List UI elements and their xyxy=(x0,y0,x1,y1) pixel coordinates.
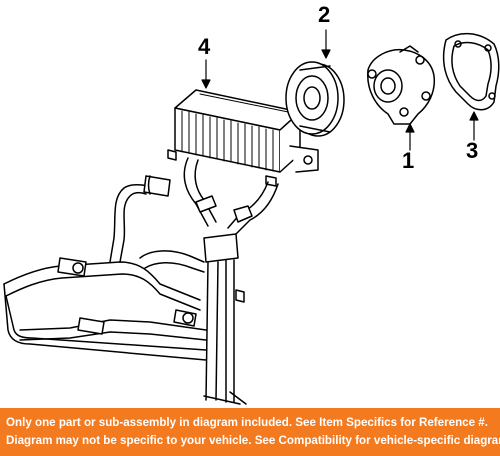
water-pump-gasket xyxy=(442,32,500,111)
leader-lines xyxy=(201,29,479,151)
callout-pulley: 2 xyxy=(318,2,331,27)
parts-diagram xyxy=(3,29,500,405)
callout-water-pump: 1 xyxy=(402,148,415,173)
callout-oil-cooler: 4 xyxy=(198,34,211,59)
oil-cooler xyxy=(167,89,319,187)
disclaimer-line-2: Diagram may not be specific to your vehi… xyxy=(6,434,500,447)
disclaimer-banner: Only one part or sub-assembly in diagram… xyxy=(0,408,500,456)
water-pump xyxy=(367,45,436,125)
disclaimer-line-1: Only one part or sub-assembly in diagram… xyxy=(6,416,488,429)
cooler-lines xyxy=(3,157,279,405)
water-pump-pulley xyxy=(285,61,345,137)
callout-gasket: 3 xyxy=(466,138,479,163)
